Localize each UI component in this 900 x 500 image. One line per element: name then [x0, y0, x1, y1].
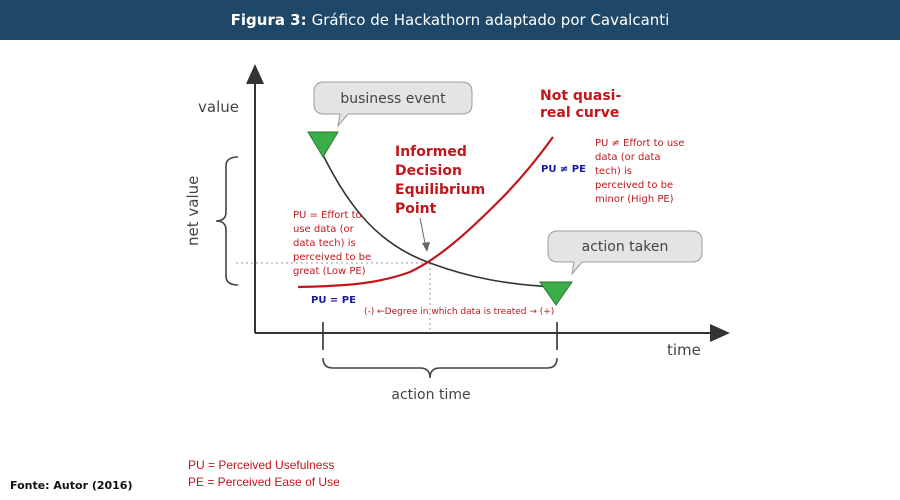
not-quasi-real-line2: real curve	[540, 105, 619, 121]
informed-line4: Point	[395, 201, 437, 217]
business-event-marker	[307, 131, 339, 158]
value-decay-curve	[321, 152, 557, 288]
not-quasi-real-line1: Not quasi-	[540, 88, 621, 104]
informed-line3: Equilibrium	[395, 182, 485, 198]
figure-title: Gráfico de Hackathorn adaptado por Caval…	[311, 11, 670, 29]
left-note-line3: data tech) is	[293, 238, 356, 249]
right-note-line3: tech) is	[595, 166, 632, 177]
right-note-line5: minor (High PE)	[595, 194, 674, 205]
legend-pu: PU = Perceived Usefulness	[188, 458, 335, 472]
axis-label-time: time	[667, 341, 701, 359]
action-taken-marker	[539, 281, 573, 306]
action-taken-callout	[547, 230, 703, 276]
axis-label-value: value	[198, 98, 239, 116]
left-note-line5: great (Low PE)	[293, 266, 366, 277]
left-note-line1: PU = Effort to	[293, 210, 362, 221]
net-value-label: net value	[184, 176, 202, 246]
x-axis-arrow	[710, 324, 730, 342]
informed-line2: Decision	[395, 163, 462, 179]
equilibrium-pointer-head	[422, 242, 430, 252]
pu-eq-pe-label: PU = PE	[311, 295, 356, 306]
figure-label: Figura 3:	[230, 11, 307, 29]
action-taken-label: action taken	[582, 239, 669, 255]
right-note-line4: perceived to be	[595, 180, 673, 191]
informed-line1: Informed	[395, 144, 467, 160]
action-time-label: action time	[391, 387, 470, 403]
net-value-brace	[215, 156, 239, 286]
degree-caption: (-) ←Degree in which data is treated → (…	[364, 307, 554, 317]
legend: PU = Perceived Usefulness PE = Perceived…	[188, 457, 340, 491]
pu-neq-pe-label: PU ≠ PE	[541, 164, 586, 175]
right-note-line1: PU ≠ Effort to use	[595, 138, 685, 149]
action-time-brace	[322, 357, 558, 379]
business-event-callout	[313, 81, 473, 128]
legend-pe: PE = Perceived Ease of Use	[188, 475, 340, 489]
y-axis-arrow	[246, 64, 264, 84]
source-caption: Fonte: Autor (2016)	[10, 479, 133, 492]
figure-header: Figura 3: Gráfico de Hackathorn adaptado…	[0, 0, 900, 40]
left-note-line2: use data (or	[293, 224, 355, 235]
business-event-label: business event	[340, 91, 446, 107]
left-note-line4: perceived to be	[293, 252, 371, 263]
not-quasi-real-curve	[297, 136, 554, 289]
right-note-line2: data (or data	[595, 152, 661, 163]
